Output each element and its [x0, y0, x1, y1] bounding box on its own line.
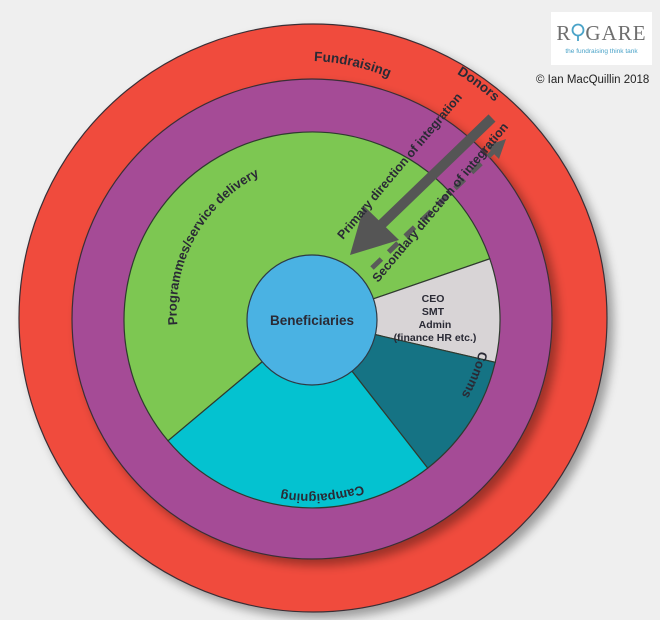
admin-label: CEO SMT Admin (finance HR etc.): [394, 293, 477, 344]
secondary-arrow: [370, 139, 506, 270]
segment-admin: [309, 258, 501, 364]
admin-line-finance: (finance HR etc.): [394, 332, 477, 344]
admin-line-ceo: CEO: [422, 293, 445, 305]
beneficiaries-label: Beneficiaries: [270, 313, 354, 328]
admin-line-admin: Admin: [419, 319, 452, 331]
logo-wordmark: R GARE: [551, 21, 652, 46]
logo-tagline: the fundraising think tank: [565, 48, 638, 55]
primary-arrow: [350, 114, 496, 255]
primary-arrow-shaft: [378, 114, 496, 228]
secondary-arrow-shaft: [370, 149, 496, 270]
primary-arrow-head: [350, 206, 399, 255]
logo-letter-r: R: [556, 21, 572, 45]
beneficiaries-circle: [246, 254, 378, 386]
admin-line-smt: SMT: [422, 306, 445, 318]
lightbulb-icon: [572, 23, 585, 41]
copyright-notice: © Ian MacQuillin 2018: [536, 74, 650, 86]
segment-campaigning: [167, 319, 429, 509]
rogare-logo: R GARE the fundraising think tank: [551, 12, 652, 65]
logo-letters-gare: GARE: [585, 21, 647, 45]
secondary-arrow-head: [486, 139, 506, 159]
